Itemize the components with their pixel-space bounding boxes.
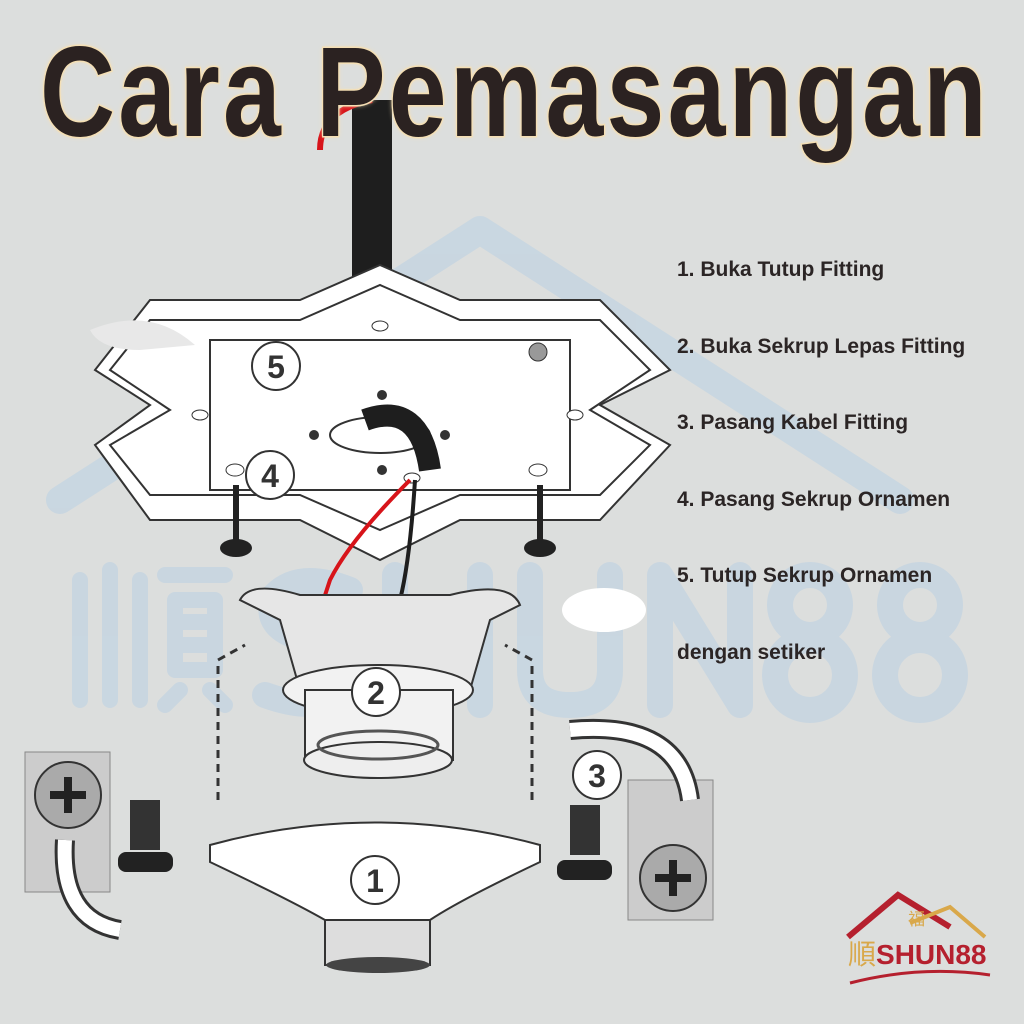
page-title: Cara Pemasangan (39, 20, 990, 166)
step-4: 4. Pasang Sekrup Ornamen (677, 487, 951, 511)
sticker (562, 588, 646, 632)
label-5: 5 (251, 341, 301, 391)
arrow-right (504, 643, 534, 800)
step-5-continued: dengan setiker (677, 640, 826, 664)
watermark-cn (72, 562, 233, 713)
ornament-screw-right (524, 485, 556, 557)
label-4: 4 (245, 450, 295, 500)
svg-text:3: 3 (588, 758, 606, 794)
svg-text:2: 2 (367, 675, 385, 711)
fitting-holder (238, 587, 522, 779)
step-list: 1. Buka Tutup Fitting 2. Buka Sekrup Lep… (677, 258, 965, 717)
arrow-left (216, 643, 246, 800)
terminal-left (24, 751, 173, 940)
black-wire (398, 479, 417, 601)
logo-text: 順SHUN88 (848, 933, 987, 973)
screwdriver-icon (90, 320, 195, 350)
svg-text:4: 4 (261, 458, 279, 494)
step-1: 1. Buka Tutup Fitting (677, 258, 885, 281)
logo-roof-icon (846, 891, 991, 985)
svg-text:1: 1 (366, 863, 384, 899)
ornament-screw-left (220, 485, 252, 557)
step-3: 3. Pasang Kabel Fitting (677, 411, 909, 434)
step-2: 2. Buka Sekrup Lepas Fitting (677, 334, 966, 358)
logo-fu: 福 (908, 910, 925, 929)
logo-latin: SHUN88 (876, 939, 987, 970)
step-5: 5. Tutup Sekrup Ornamen (677, 564, 933, 587)
brand-logo: 福 順SHUN88 (840, 885, 1010, 985)
label-3: 3 (572, 750, 622, 800)
terminal-right (557, 718, 714, 921)
label-2: 2 (351, 667, 401, 717)
svg-text:5: 5 (267, 349, 285, 385)
label-1: 1 (350, 855, 400, 905)
logo-cn: 順 (848, 939, 877, 970)
ceiling-plate (93, 263, 672, 562)
